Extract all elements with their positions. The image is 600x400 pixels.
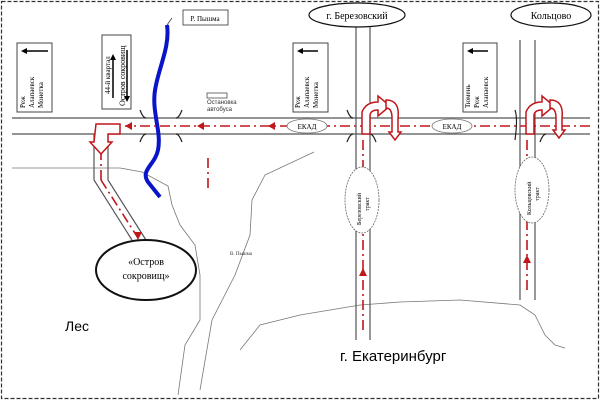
- sign-tyumen: ТюменьРежАлапаевск: [462, 42, 498, 113]
- uturn-arrow-berezovsky: [361, 94, 392, 135]
- svg-text:РежАлапаевскМонетка: РежАлапаевскМонетка: [294, 76, 320, 108]
- river-label: Р. Пышма: [190, 15, 220, 23]
- uturn-arrow-koltsovo: [525, 94, 556, 135]
- svg-text:44-й квартал: 44-й квартал: [104, 56, 112, 94]
- loop-arrow-koltsovo: [549, 99, 567, 140]
- city-boundary-vpyshma: [199, 151, 315, 391]
- berezovsky-oval: [308, 2, 406, 28]
- forest-boundary: [12, 167, 201, 396]
- svg-text:РежАлапаевскМонетка: РежАлапаевскМонетка: [19, 76, 45, 108]
- turn-arrow-branch: [88, 123, 121, 156]
- city-boundary-ekaterinburg: [239, 299, 566, 351]
- bus-stop-icon: [206, 92, 228, 99]
- sign-treasure-island: 44-й квартал Остров сокровищ: [101, 34, 132, 110]
- ekad-label-2: ЕКАД: [443, 123, 462, 131]
- bridge-marks: [139, 109, 183, 143]
- koltsovo-label: Кольцово: [531, 11, 572, 22]
- vpyshma-label: В. Пышма: [230, 252, 253, 257]
- destination-oval: [95, 239, 197, 301]
- ekaterinburg-label: г. Екатеринбург: [340, 348, 447, 365]
- river-label-leader: [166, 17, 173, 26]
- river-pyshma: [143, 24, 170, 199]
- ekad-label-oval-2: [431, 118, 473, 134]
- koltsovsky-tract-oval: [514, 156, 550, 224]
- sign-rezh-2: РежАлапаевскМонетка: [292, 42, 329, 113]
- river-label-box: [182, 9, 229, 26]
- svg-text:ТюменьРежАлапаевск: ТюменьРежАлапаевск: [464, 76, 490, 108]
- ekad-label-oval-1: [286, 118, 328, 134]
- koltsovo-oval: [510, 2, 592, 28]
- interchange-marks-koltsovo: [514, 109, 547, 143]
- sign-rezh-1: РежАлапаевскМонетка: [16, 42, 53, 113]
- berezovsky-tract-oval: [344, 166, 380, 234]
- svg-text:Остров сокровищ: Остров сокровищ: [118, 46, 127, 106]
- loop-arrow-berezovsky: [385, 99, 403, 142]
- ekad-label-1: ЕКАД: [298, 123, 317, 131]
- forest-label: Лес: [65, 318, 89, 334]
- branch-road: [93, 134, 147, 241]
- route-branch-diagonal: [100, 179, 139, 239]
- berezovsky-label: г. Березовский: [326, 11, 388, 22]
